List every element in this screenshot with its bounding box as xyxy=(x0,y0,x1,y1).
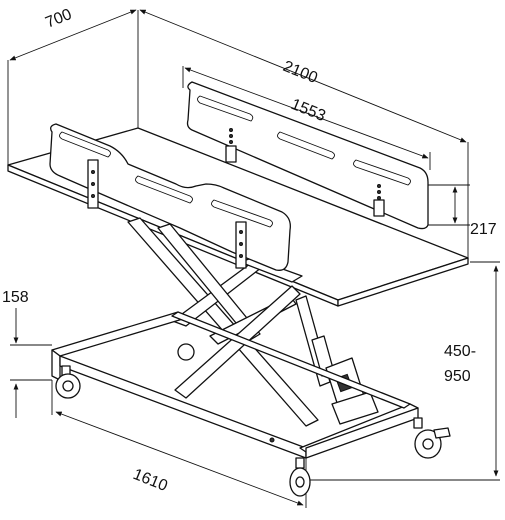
dim-width-label: 700 xyxy=(43,6,74,32)
castor-back-left xyxy=(177,343,195,361)
front-rail-brackets xyxy=(87,159,247,269)
castor-back-right xyxy=(413,417,451,459)
scissor-lift xyxy=(127,217,331,427)
dim-rail-height-label: 217 xyxy=(470,221,497,238)
base-frame xyxy=(51,311,419,459)
back-side-rail xyxy=(186,81,429,230)
dimension-lines xyxy=(9,9,499,506)
dim-height-range-line1: 450- xyxy=(444,343,476,360)
back-rail-brackets xyxy=(225,128,385,217)
dim-base-length-label: 1610 xyxy=(131,466,170,495)
castor-front-left xyxy=(55,365,81,399)
dim-height-range-line2: 950 xyxy=(444,368,471,385)
dim-clearance-label: 158 xyxy=(2,289,29,306)
dim-length-label: 2100 xyxy=(281,58,320,87)
castor-front-right xyxy=(289,457,311,497)
front-side-rail xyxy=(49,123,291,271)
